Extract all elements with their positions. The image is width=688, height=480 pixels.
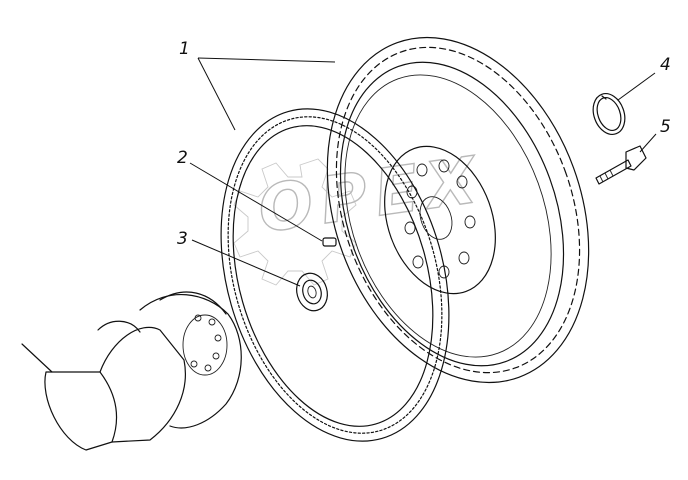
callout-4: 4 [660, 55, 671, 75]
crankshaft [21, 291, 242, 451]
bearing [296, 272, 328, 312]
callout-3: 3 [177, 229, 188, 249]
bolt [595, 145, 647, 185]
callout-1: 1 [179, 39, 190, 59]
callout-5: 5 [660, 117, 671, 137]
watermark-text: OPEX [254, 143, 488, 248]
flywheel-front [220, 108, 450, 442]
callout-2: 2 [177, 148, 188, 168]
leader-lines [189, 57, 657, 287]
retaining-ring [592, 93, 626, 135]
dowel-pin [322, 237, 337, 247]
